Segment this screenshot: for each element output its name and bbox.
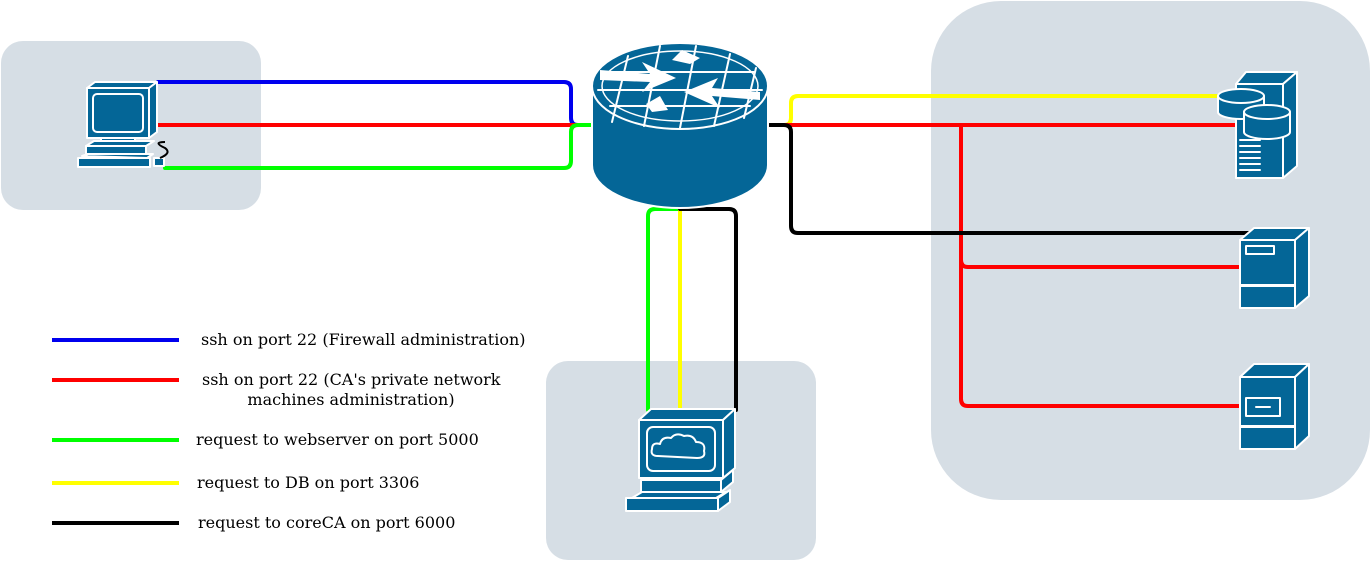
server-icon — [1239, 227, 1310, 309]
web-client-icon — [625, 408, 736, 512]
green-wire-admin-firewall — [163, 123, 598, 170]
red-wire-server-2 — [959, 123, 1242, 408]
black-wire-firewall-server-1 — [768, 123, 1252, 235]
legend-label: machines administration) — [247, 390, 454, 409]
database-server-icon — [1217, 71, 1298, 179]
black-wire-client-firewall — [678, 207, 738, 412]
server-icon — [1239, 363, 1310, 450]
legend-label: request to DB on port 3306 — [197, 473, 419, 492]
legend: ssh on port 22 (Firewall administration)… — [52, 330, 526, 532]
firewall-router-icon — [591, 42, 769, 209]
connections — [156, 80, 1252, 412]
legend-label: request to webserver on port 5000 — [196, 430, 479, 449]
legend-label: ssh on port 22 (CA's private network — [202, 370, 501, 389]
legend-label: ssh on port 22 (Firewall administration) — [201, 330, 526, 349]
green-wire-client-firewall — [646, 207, 682, 412]
workstation-icon — [77, 81, 169, 168]
legend-label: request to coreCA on port 6000 — [198, 513, 455, 532]
